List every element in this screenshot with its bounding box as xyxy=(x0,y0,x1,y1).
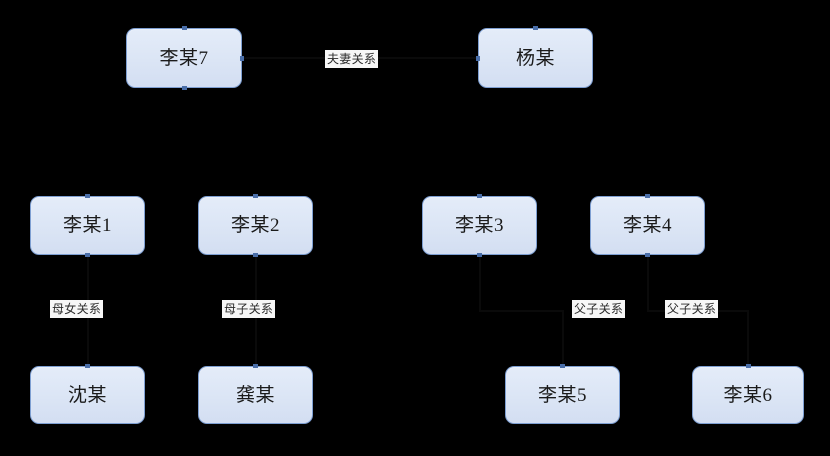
node-li4[interactable]: 李某4 xyxy=(590,194,705,257)
edge-label-father-son-2: 父子关系 xyxy=(665,300,719,318)
node-li5[interactable]: 李某5 xyxy=(505,364,620,424)
node-label: 李某2 xyxy=(230,215,280,236)
connector-nub-top xyxy=(645,194,650,198)
node-label: 李某5 xyxy=(537,384,587,406)
edge-label-mother-son: 母子关系 xyxy=(222,300,276,318)
node-yang[interactable]: 杨某 xyxy=(476,26,593,88)
connector-nub-bottom xyxy=(253,253,258,257)
node-label: 杨某 xyxy=(515,47,555,69)
edge-label-mother-daughter: 母女关系 xyxy=(50,300,104,318)
edge-label-father-son-1: 父子关系 xyxy=(572,300,626,318)
node-liqi7[interactable]: 李某7 xyxy=(126,26,244,90)
connector-nub-bottom xyxy=(477,253,482,257)
node-li2[interactable]: 李某2 xyxy=(198,194,313,257)
connector-nub-top xyxy=(85,364,90,368)
connector-nub-bottom xyxy=(85,253,90,257)
node-label: 沈某 xyxy=(67,384,107,406)
edge-line-li3-li5-h xyxy=(479,310,563,312)
connector-nub-top xyxy=(533,26,538,30)
edge-line-li4-li6-v2 xyxy=(747,310,749,366)
connector-nub-top xyxy=(477,194,482,198)
node-label: 李某6 xyxy=(723,384,773,406)
connector-nub-left xyxy=(476,56,480,61)
node-shen[interactable]: 沈某 xyxy=(30,364,145,424)
node-label: 李某7 xyxy=(159,47,209,69)
connector-nub-top xyxy=(85,194,90,198)
connector-nub-top xyxy=(253,364,258,368)
node-label: 龚某 xyxy=(235,384,275,406)
connector-nub-top xyxy=(181,26,187,30)
node-li6[interactable]: 李某6 xyxy=(692,364,804,424)
connector-nub-bottom xyxy=(645,253,650,257)
node-label: 李某3 xyxy=(454,215,504,236)
edge-line-li4-li6 xyxy=(647,255,649,311)
node-gong[interactable]: 龚某 xyxy=(198,364,313,424)
node-label: 李某4 xyxy=(622,215,672,236)
connector-nub-top xyxy=(560,364,565,368)
node-li3[interactable]: 李某3 xyxy=(422,194,537,257)
connector-nub-right xyxy=(240,56,244,61)
edge-line-li3-li5 xyxy=(479,255,481,311)
edge-label-couple: 夫妻关系 xyxy=(325,50,379,68)
node-label: 李某1 xyxy=(62,215,112,236)
connector-nub-top xyxy=(253,194,258,198)
connector-nub-top xyxy=(745,364,751,368)
node-li1[interactable]: 李某1 xyxy=(30,194,145,257)
edge-line-li3-li5-v2 xyxy=(562,310,564,366)
connector-nub-bottom xyxy=(181,86,187,90)
